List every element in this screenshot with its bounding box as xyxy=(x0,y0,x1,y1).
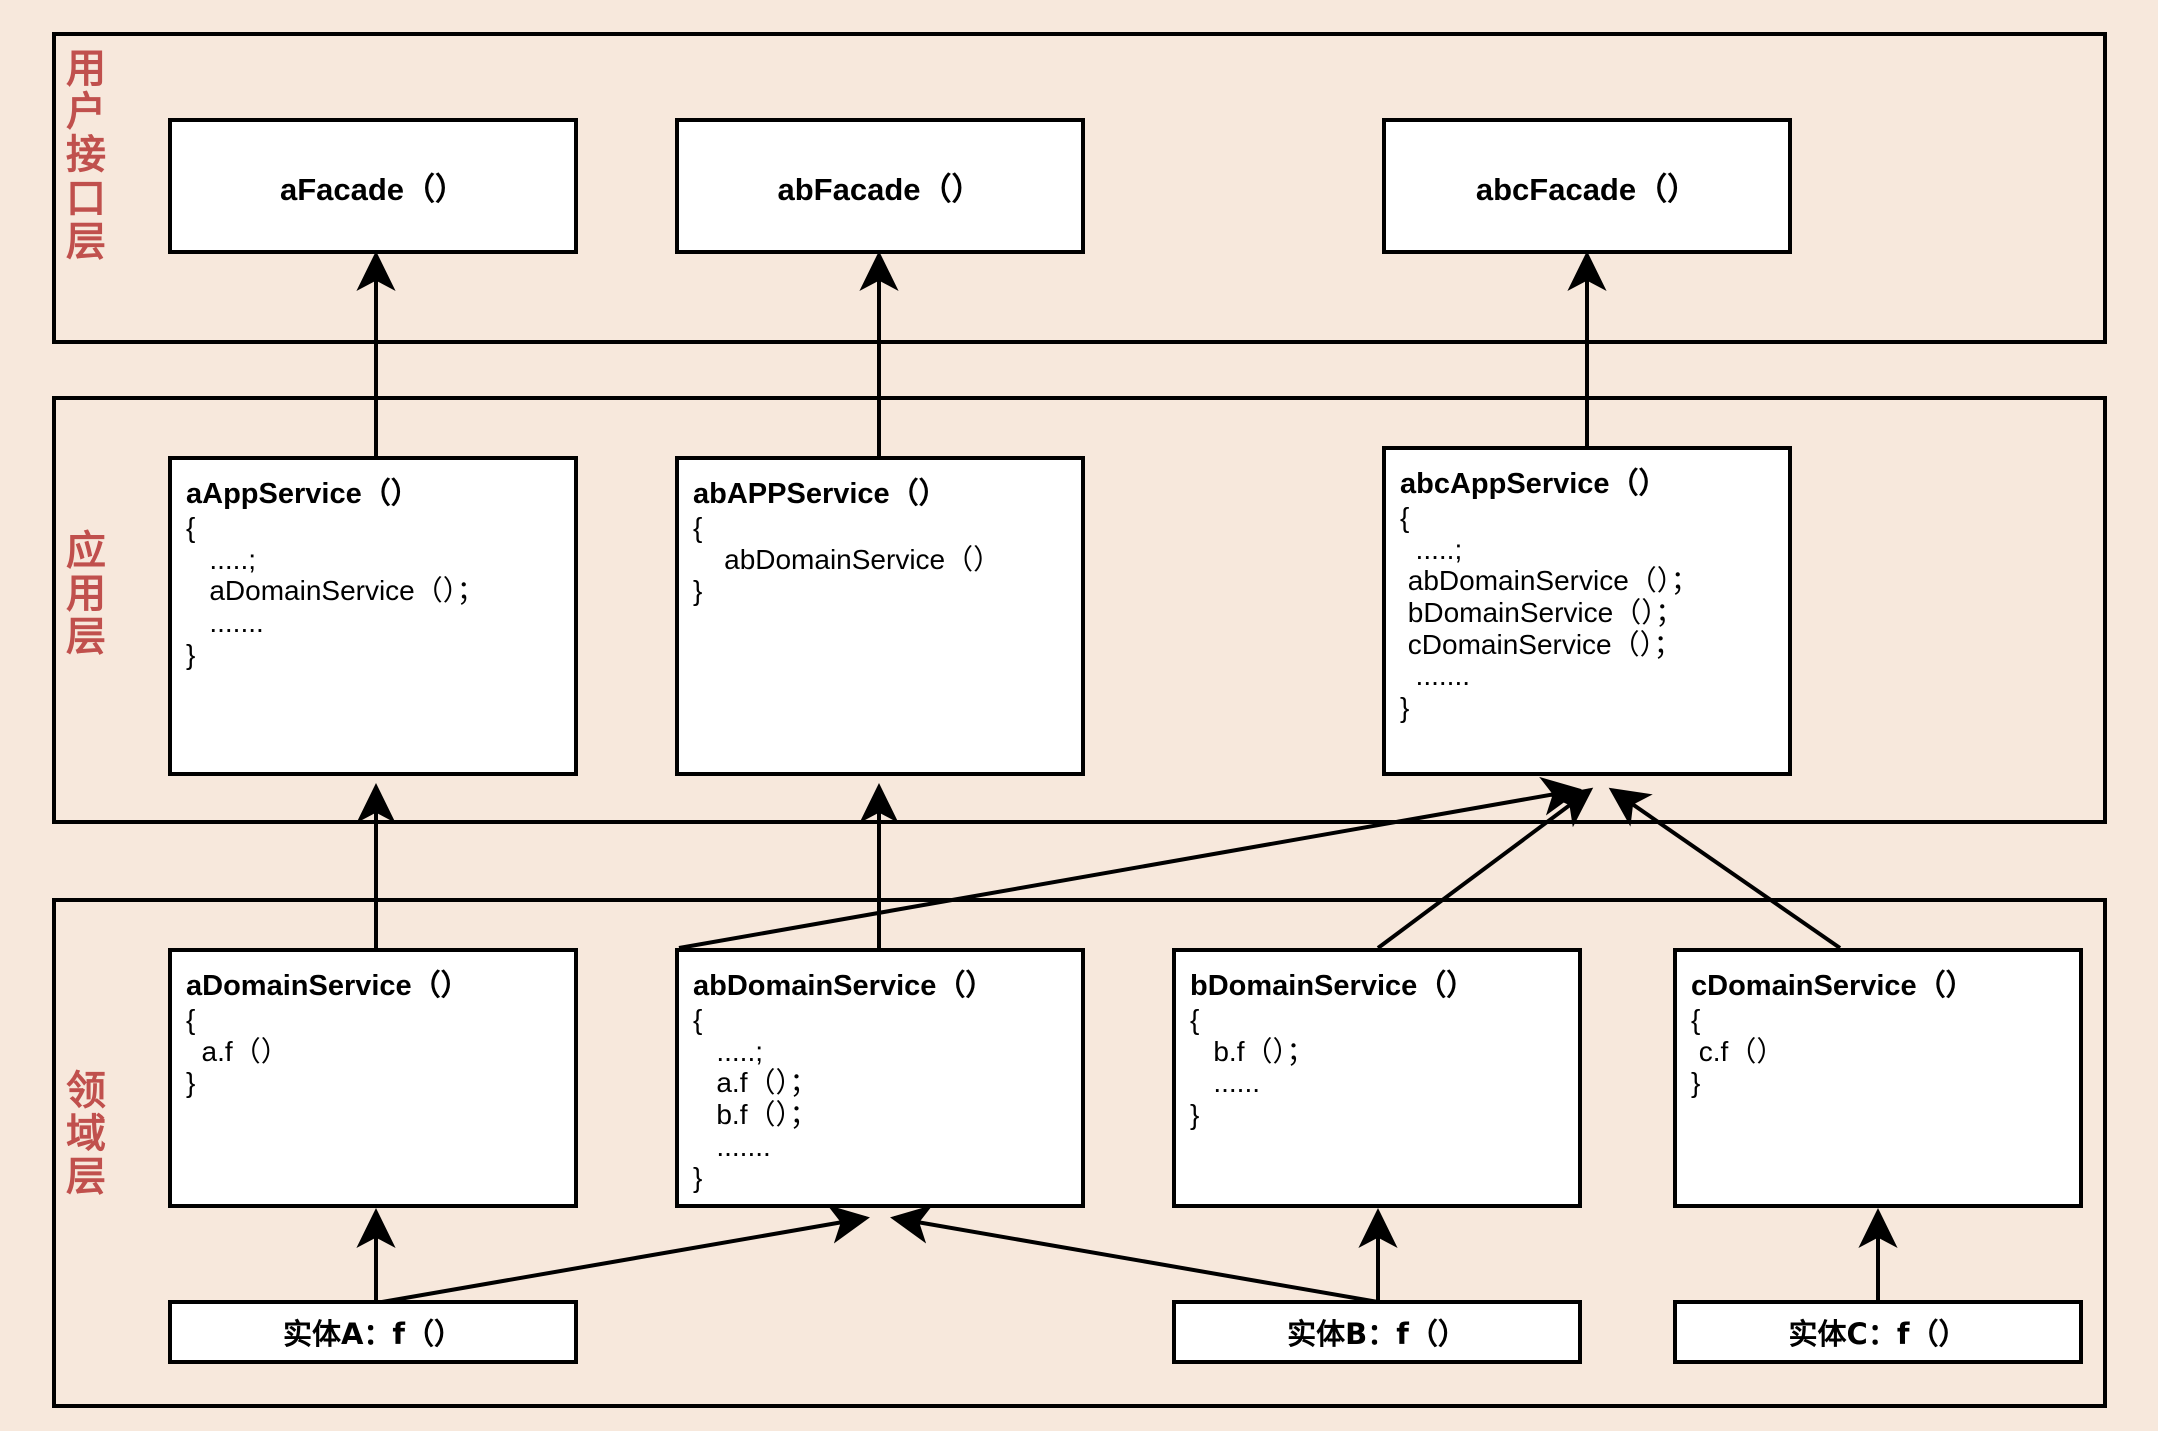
c-domain-service-body: { c.f（） } xyxy=(1691,1004,1785,1099)
node-entity-c[interactable]: 实体C：f（） xyxy=(1673,1300,2083,1364)
abc-facade-title: abcFacade（） xyxy=(1475,171,1699,207)
entity-a-title: 实体A：f（） xyxy=(282,1317,464,1351)
ab-app-service-content: abAPPService（） { abDomainService（） } xyxy=(679,460,1081,607)
node-a-domain-service[interactable]: aDomainService（） { a.f（） } xyxy=(168,948,578,1208)
node-entity-b[interactable]: 实体B：f（） xyxy=(1172,1300,1582,1364)
entity-c-title: 实体C：f（） xyxy=(1788,1317,1968,1351)
layer-label-app: 应用层 xyxy=(66,528,106,661)
a-domain-service-body: { a.f（） } xyxy=(186,1004,289,1099)
a-domain-service-content: aDomainService（） { a.f（） } xyxy=(172,952,574,1099)
b-domain-service-title: bDomainService（） xyxy=(1190,970,1476,1002)
a-app-service-title: aAppService（） xyxy=(186,478,420,510)
node-abc-app-service[interactable]: abcAppService（） { .....; abDomainService… xyxy=(1382,446,1792,776)
a-facade-title: aFacade（） xyxy=(279,171,467,207)
ab-app-service-body: { abDomainService（） } xyxy=(693,512,1002,607)
layer-label-domain: 领域层 xyxy=(66,1068,106,1201)
a-app-service-body: { .....; aDomainService（）； ....... } xyxy=(186,512,485,670)
a-app-service-content: aAppService（） { .....; aDomainService（）；… xyxy=(172,460,574,670)
node-a-facade[interactable]: aFacade（） xyxy=(168,118,578,254)
ab-facade-title: abFacade（） xyxy=(777,171,983,207)
node-abc-facade[interactable]: abcFacade（） xyxy=(1382,118,1792,254)
node-a-app-service[interactable]: aAppService（） { .....; aDomainService（）；… xyxy=(168,456,578,776)
abc-app-service-title: abcAppService（） xyxy=(1400,468,1668,500)
layer-label-ui: 用户接口层 xyxy=(66,46,106,265)
b-domain-service-body: { b.f（）； ...... } xyxy=(1190,1004,1315,1130)
ab-domain-service-content: abDomainService（） { .....; a.f（）； b.f（）；… xyxy=(679,952,1081,1194)
ab-app-service-title: abAPPService（） xyxy=(693,478,948,510)
ab-domain-service-title: abDomainService（） xyxy=(693,970,995,1002)
node-b-domain-service[interactable]: bDomainService（） { b.f（）； ...... } xyxy=(1172,948,1582,1208)
node-c-domain-service[interactable]: cDomainService（） { c.f（） } xyxy=(1673,948,2083,1208)
entity-b-title: 实体B：f（） xyxy=(1287,1317,1467,1351)
abc-app-service-content: abcAppService（） { .....; abDomainService… xyxy=(1386,450,1788,723)
abc-app-service-body: { .....; abDomainService（）； bDomainServi… xyxy=(1400,502,1699,723)
node-ab-domain-service[interactable]: abDomainService（） { .....; a.f（）； b.f（）；… xyxy=(675,948,1085,1208)
b-domain-service-content: bDomainService（） { b.f（）； ...... } xyxy=(1176,952,1578,1131)
c-domain-service-content: cDomainService（） { c.f（） } xyxy=(1677,952,2079,1099)
a-domain-service-title: aDomainService（） xyxy=(186,970,470,1002)
node-ab-app-service[interactable]: abAPPService（） { abDomainService（） } xyxy=(675,456,1085,776)
node-entity-a[interactable]: 实体A：f（） xyxy=(168,1300,578,1364)
ab-domain-service-body: { .....; a.f（）； b.f（）； ....... } xyxy=(693,1004,818,1194)
node-ab-facade[interactable]: abFacade（） xyxy=(675,118,1085,254)
c-domain-service-title: cDomainService（） xyxy=(1691,970,1975,1002)
